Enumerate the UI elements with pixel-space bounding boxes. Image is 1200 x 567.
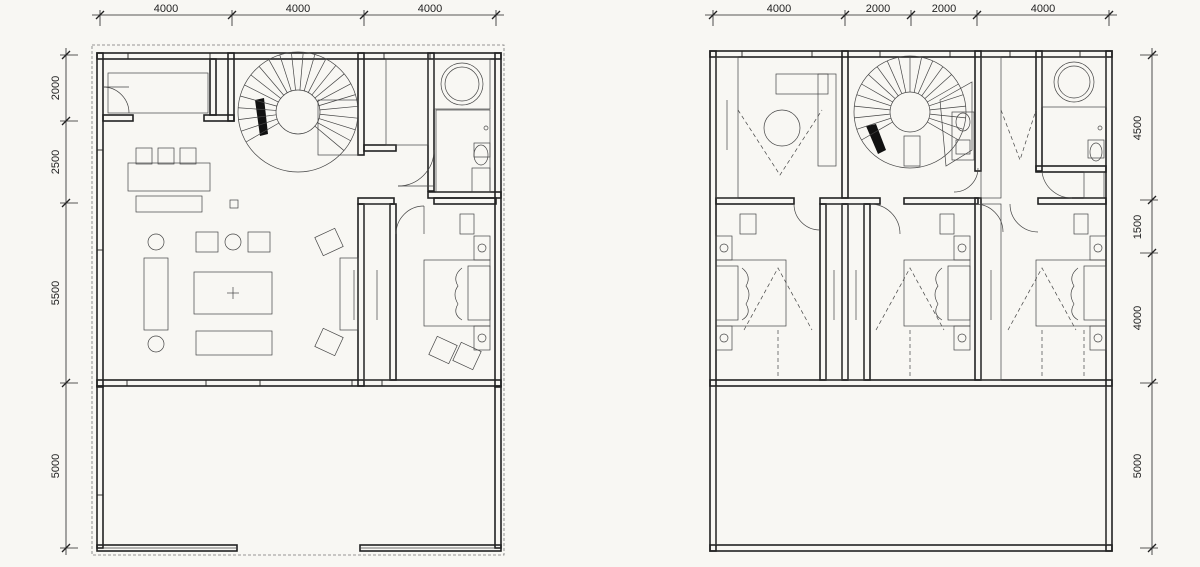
upper-bathroom-right bbox=[1041, 56, 1107, 199]
stair-tread bbox=[317, 122, 351, 142]
stair-tread bbox=[258, 66, 284, 96]
stair-tread bbox=[318, 118, 356, 131]
upper-interior-walls bbox=[715, 50, 1107, 381]
upper-dim-right-1: 4500 bbox=[1132, 116, 1144, 140]
stair-tread bbox=[898, 57, 907, 93]
upper-bedroom-center bbox=[875, 203, 1004, 380]
stair-tread bbox=[238, 114, 277, 120]
stair-tread bbox=[314, 73, 345, 99]
stair-tread bbox=[929, 113, 966, 119]
stair-tread bbox=[856, 117, 892, 130]
stair-tread bbox=[319, 105, 358, 111]
upper-wardrobe-top-right bbox=[980, 56, 1037, 199]
ground-spiral-staircase bbox=[237, 51, 359, 173]
ground-dim-left-1: 2000 bbox=[50, 76, 62, 100]
stair-tread bbox=[917, 60, 934, 94]
upper-exterior-walls bbox=[709, 50, 1113, 552]
stair-tread bbox=[279, 54, 292, 92]
upper-floor-plan: 4000 2000 2000 4000 4500 1500 4000 5000 bbox=[705, 3, 1158, 555]
ground-left-dimensions: 2000 2500 5500 5000 bbox=[50, 48, 78, 555]
ground-dim-left-3: 5500 bbox=[50, 281, 62, 305]
stair-tread bbox=[299, 52, 304, 91]
stair-tread bbox=[861, 83, 893, 103]
stair-tread bbox=[928, 94, 964, 107]
stair-tread bbox=[317, 83, 352, 102]
stair-tread bbox=[854, 105, 891, 111]
upper-right-dimensions: 4500 1500 4000 5000 bbox=[1132, 48, 1158, 555]
upper-study-room bbox=[715, 56, 837, 199]
site-boundary bbox=[91, 44, 505, 556]
upper-dim-right-2: 1500 bbox=[1132, 215, 1144, 239]
ground-floor-plan: 4000 4000 4000 2000 2500 5500 5000 bbox=[50, 3, 505, 556]
stair-tread bbox=[268, 59, 288, 93]
ground-living-room bbox=[127, 147, 344, 357]
upper-wardrobe-center bbox=[825, 203, 901, 381]
stair-tread bbox=[303, 54, 316, 91]
ground-bathroom bbox=[385, 58, 491, 193]
ground-interior-walls bbox=[102, 52, 502, 387]
stair-tread bbox=[929, 105, 966, 111]
ground-wardrobe bbox=[339, 203, 391, 381]
stair-tread bbox=[854, 113, 891, 119]
ground-entry-door bbox=[102, 72, 209, 114]
ground-dim-left-2: 2500 bbox=[50, 150, 62, 174]
stair-tread bbox=[856, 94, 892, 107]
ground-dim-top-2: 4000 bbox=[286, 3, 310, 15]
upper-wardrobe-right bbox=[980, 203, 1002, 381]
ground-dim-top-1: 4000 bbox=[154, 3, 178, 15]
stair-tread bbox=[241, 118, 278, 132]
stair-tread bbox=[319, 113, 358, 119]
stair-tread bbox=[250, 74, 281, 99]
ground-top-dimensions: 4000 4000 4000 bbox=[92, 3, 504, 26]
stair-tread bbox=[876, 66, 899, 97]
stair-tread bbox=[886, 60, 903, 94]
stair-tread bbox=[314, 125, 345, 151]
upper-dim-right-4: 5000 bbox=[1132, 454, 1144, 478]
stair-tread bbox=[307, 58, 327, 93]
stair-tread bbox=[913, 57, 922, 93]
upper-spiral-staircase bbox=[853, 55, 979, 193]
stair-tread bbox=[311, 65, 337, 96]
ground-exterior-walls bbox=[96, 52, 502, 552]
stair-tread bbox=[924, 74, 952, 99]
upper-top-dimensions: 4000 2000 2000 4000 bbox=[705, 3, 1117, 26]
stair-tread bbox=[244, 84, 279, 103]
ground-bedroom bbox=[395, 205, 491, 371]
upper-dim-top-3: 2000 bbox=[932, 3, 956, 15]
upper-bedroom-right bbox=[1007, 203, 1107, 380]
ground-dim-top-3: 4000 bbox=[418, 3, 442, 15]
upper-bathroom-center bbox=[951, 111, 975, 161]
stair-tread bbox=[928, 117, 964, 130]
upper-dim-right-3: 4000 bbox=[1132, 306, 1144, 330]
upper-dim-top-2: 2000 bbox=[866, 3, 890, 15]
stair-tread bbox=[240, 95, 277, 107]
stair-tread bbox=[318, 94, 356, 106]
stair-tread bbox=[245, 122, 280, 143]
upper-dim-top-4: 4000 bbox=[1031, 3, 1055, 15]
upper-dim-top-1: 4000 bbox=[767, 3, 791, 15]
stair-tread bbox=[921, 66, 944, 97]
ground-dim-left-4: 5000 bbox=[50, 454, 62, 478]
stair-tread bbox=[868, 74, 896, 99]
stair-tread bbox=[927, 83, 959, 103]
stair-tread bbox=[291, 52, 296, 91]
upper-bedroom-left bbox=[715, 203, 821, 380]
stair-tread bbox=[238, 107, 277, 111]
stair-tread bbox=[861, 121, 893, 141]
stair-tread bbox=[927, 121, 959, 141]
